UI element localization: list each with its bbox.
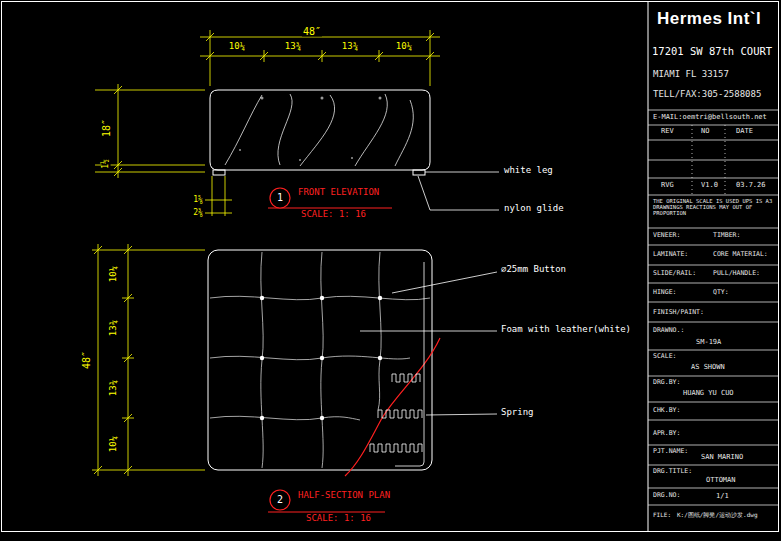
dimension-text: 48″ [81, 350, 92, 370]
table-cell: DRG.TITLE: [652, 468, 693, 475]
dimension-text: 10¼ [228, 42, 246, 52]
view-title: HALF-SECTION PLAN [297, 491, 391, 501]
table-cell: 1/1 [715, 493, 730, 501]
dimension-text: 10¼ [109, 265, 119, 283]
dimension-text: 13¾ [284, 42, 302, 52]
table-cell: VENEER: [652, 232, 681, 239]
table-cell: 03.7.26 [735, 182, 767, 190]
contact-text: TELL/FAX:305-2588085 [652, 90, 762, 100]
dimension-text: 10¼ [395, 42, 413, 52]
table-cell: RVG [660, 182, 675, 190]
table-cell: DRG.NO: [652, 492, 681, 499]
table-cell: LAMINATE: [652, 251, 689, 258]
table-cell: PJT.NAME: [652, 448, 689, 455]
table-cell: HUANG YU CUO [682, 390, 735, 398]
table-cell: SAN MARINO [700, 454, 744, 462]
view-title: FRONT ELEVATION [297, 188, 380, 198]
dimension-text: 13¾ [341, 42, 359, 52]
dimension-text: 10¼ [109, 435, 119, 453]
table-cell: OTTOMAN [705, 477, 737, 485]
callout-label: white leg [503, 166, 554, 176]
table-cell: DRAWNO.: [652, 327, 685, 334]
dimension-text: 1½ [102, 158, 111, 170]
table-cell: SM-19A [695, 339, 722, 347]
company-name: Hermes Int`l [656, 10, 762, 29]
table-header: NO [700, 128, 710, 136]
address-text: MIAMI FL 33157 [652, 70, 730, 80]
note-text: THE ORIGINAL SCALE IS USED UPS IS A3 DRA… [652, 198, 776, 216]
table-cell: SCALE: [652, 353, 677, 360]
dimension-text: 2⅜ [192, 209, 204, 218]
table-header: DATE [735, 128, 754, 136]
dimension-text: 1⅝ [192, 196, 204, 205]
callout-label: nylon glide [503, 204, 565, 214]
dimension-text: 48″ [302, 26, 322, 37]
scale-text: SCALE: 1: 16 [300, 210, 367, 220]
dimension-text: 13¾ [109, 319, 119, 337]
table-cell: SLIDE/RAIL: [652, 270, 697, 277]
callout-label: Spring [500, 408, 535, 418]
table-cell: APR.BY: [652, 430, 681, 437]
table-cell: CORE MATERIAL: [712, 251, 769, 258]
table-cell: HINGE: [652, 289, 677, 296]
table-cell: FILE: [652, 512, 672, 519]
table-cell: QTY: [712, 289, 730, 296]
callout-label: Foam with leather(white) [500, 325, 632, 335]
callout-label: ⌀25mm Button [500, 265, 567, 275]
table-cell: V1.0 [700, 182, 719, 190]
address-text: 17201 SW 87th COURT [651, 46, 773, 58]
callout-circle: 1 [269, 187, 291, 209]
scale-text: SCALE: 1: 16 [305, 514, 372, 524]
callout-number: 2 [269, 489, 291, 511]
dimension-text: 18″ [101, 118, 112, 138]
callout-number: 1 [269, 187, 291, 209]
callout-circle: 2 [269, 489, 291, 511]
table-cell: FINISH/PAINT: [652, 309, 705, 316]
contact-text: E-MAIL:oemtri@bellsouth.net [652, 114, 768, 122]
table-header: REV [660, 128, 675, 136]
table-cell: TIMBER: [712, 232, 741, 239]
file-path: K:/图纸/脚凳/运动沙发.dwg [676, 512, 759, 519]
table-cell: DRG.BY: [652, 379, 681, 386]
table-cell: CHK.BY: [652, 407, 681, 414]
table-cell: AS SHOWN [690, 364, 726, 372]
dimension-text: 13¾ [109, 379, 119, 397]
table-cell: PULL/HANDLE: [712, 270, 761, 277]
